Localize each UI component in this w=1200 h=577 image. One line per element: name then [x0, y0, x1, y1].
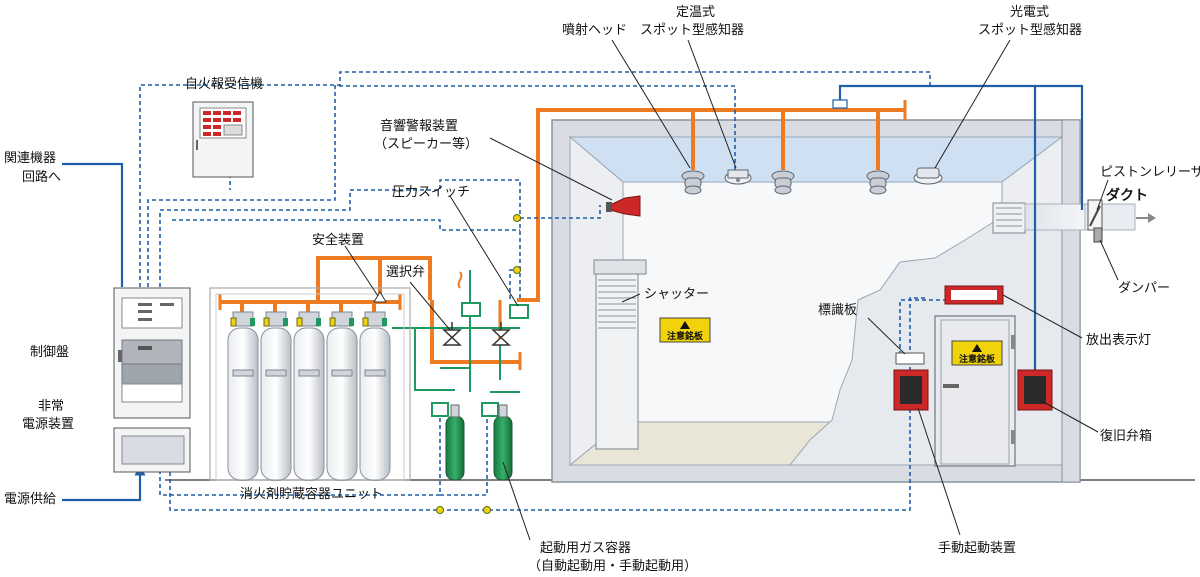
label-photo-2: スポット型感知器 [978, 22, 1082, 38]
agent-cylinders [227, 311, 391, 481]
emergency-power-unit [113, 427, 191, 473]
starter-gas-cylinders [445, 404, 513, 481]
heat-detector-icon [724, 169, 752, 185]
agent-storage-unit [209, 287, 411, 481]
label-power-supply: 電源供給 [4, 492, 56, 507]
text-labels: 自火報受信機 関連機器 回路へ 制御盤 非常 電源装置 電源供給 安全装置 選択… [4, 5, 1200, 574]
nozzle-icon [866, 170, 890, 195]
door: 注意銘板 [934, 315, 1016, 467]
photoelectric-detector-icon [913, 167, 943, 185]
label-sign-plate: 標識板 [818, 303, 857, 318]
label-heat-1: 定温式 [676, 5, 715, 20]
label-related-1: 関連機器 [4, 151, 56, 166]
nozzle-icon [771, 170, 795, 195]
discharge-nozzles [681, 170, 890, 195]
label-heat-2: スポット型感知器 [640, 22, 744, 38]
label-discharge-lamp: 放出表示灯 [1086, 333, 1151, 348]
caution-sign-interior: 注意銘板 [659, 317, 711, 343]
leader-lines [344, 39, 1119, 541]
label-reset-box: 復旧弁箱 [1100, 428, 1152, 444]
label-pressure-switch: 圧力スイッチ [392, 185, 470, 200]
airflow-arrow-icon [1136, 213, 1156, 223]
label-receiver: 自火報受信機 [185, 77, 263, 92]
label-storage-unit: 消火剤貯蔵容器ユニット [240, 486, 383, 502]
label-selector-valve: 選択弁 [386, 265, 425, 280]
signal-wiring [139, 71, 945, 511]
label-manual-start: 手動起動装置 [938, 541, 1016, 556]
caution-sign-b-text: 注意銘板 [959, 353, 996, 365]
label-damper: ダンパー [1118, 281, 1170, 296]
label-starter-1: 起動用ガス容器 [540, 540, 631, 556]
label-alarm-2: （スピーカー等） [374, 136, 478, 152]
wiring-junctions [436, 214, 521, 514]
discharge-indicator-lamp [944, 285, 1004, 305]
selector-valves [442, 322, 511, 346]
label-starter-2: （自動起動用・手動起動用） [528, 559, 697, 574]
label-safety-device: 安全装置 [312, 232, 364, 248]
fire-alarm-receiver [192, 101, 254, 178]
shutter [593, 259, 647, 450]
label-duct: ダクト [1106, 187, 1148, 204]
sign-plate [895, 352, 925, 365]
signal-wiring-solid [62, 84, 1084, 502]
label-photo-1: 光電式 [1010, 5, 1049, 20]
pressure-switches [431, 302, 529, 417]
label-emergency-2: 電源装置 [22, 417, 74, 432]
label-piston-releaser: ピストンレリーザ [1100, 165, 1200, 180]
gas-pipe [218, 100, 907, 370]
label-related-2: 回路へ [22, 169, 61, 185]
caution-sign-a-text: 注意銘板 [667, 330, 704, 342]
label-alarm-1: 音響警報装置 [380, 118, 458, 134]
safety-device [373, 291, 387, 303]
label-shutter: シャッター [644, 287, 709, 302]
manual-start-device [893, 369, 929, 411]
label-emergency-1: 非常 [38, 399, 64, 414]
vent-grille [992, 202, 1026, 234]
label-nozzle: 噴射ヘッド [562, 22, 627, 38]
label-control-panel: 制御盤 [30, 345, 69, 360]
nozzle-icon [681, 170, 705, 195]
speaker-icon [606, 195, 641, 217]
control-panel [113, 287, 191, 419]
